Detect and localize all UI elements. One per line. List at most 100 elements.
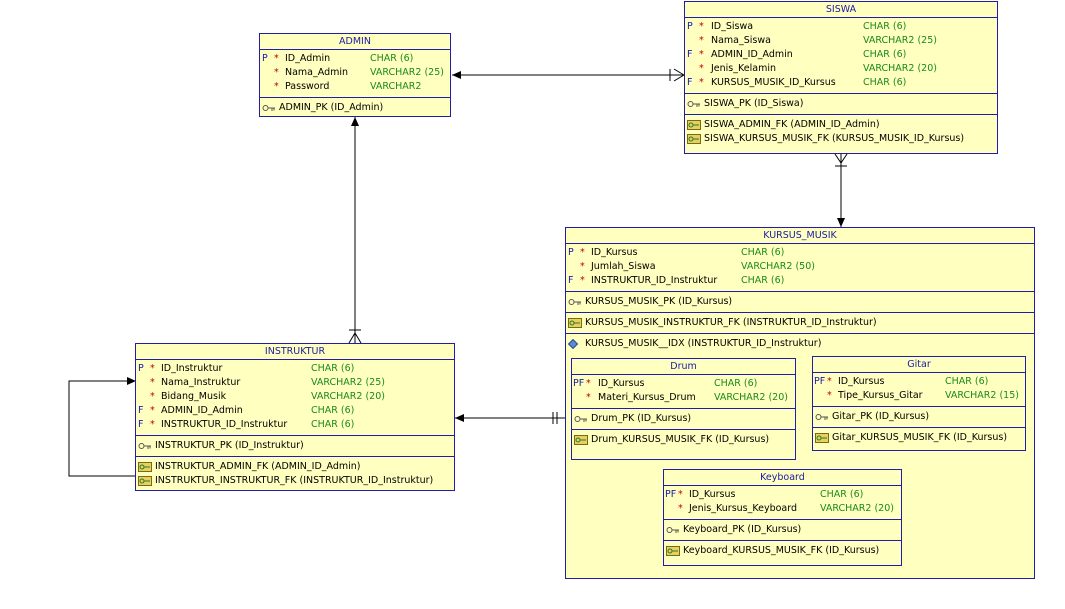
column-name: Password bbox=[285, 81, 330, 92]
fk-key-icon bbox=[138, 476, 152, 486]
column-type: CHAR (6) bbox=[311, 405, 355, 416]
column-type: CHAR (6) bbox=[945, 376, 989, 387]
pk-label: INSTRUKTUR_PK (ID_Instruktur) bbox=[155, 440, 304, 451]
column-name: Jenis_Kelamin bbox=[711, 63, 776, 74]
column-flag: F bbox=[568, 275, 574, 286]
table-title: Drum bbox=[572, 359, 795, 375]
column-type: VARCHAR2 (20) bbox=[820, 503, 894, 514]
rel-instruktur-self[interactable] bbox=[68, 377, 136, 477]
index-section: KURSUS_MUSIK__IDX (INSTRUKTUR_ID_Instruk… bbox=[566, 334, 1034, 354]
key-icon bbox=[815, 414, 828, 420]
column-name: INSTRUKTUR_ID_Instruktur bbox=[591, 275, 718, 286]
key-icon bbox=[687, 101, 700, 107]
column-required-mark: * bbox=[827, 390, 832, 401]
column-name: ID_Kursus bbox=[591, 247, 638, 258]
column-required-mark: * bbox=[150, 419, 155, 430]
table-title: KURSUS_MUSIK bbox=[566, 228, 1034, 244]
column-required-mark: * bbox=[580, 275, 585, 286]
column-name: ADMIN_ID_Admin bbox=[161, 405, 243, 416]
fk-section: SISWA_ADMIN_FK (ADMIN_ID_Admin) SISWA_KU… bbox=[685, 115, 997, 149]
fk-key-icon bbox=[138, 462, 152, 472]
column-name: ADMIN_ID_Admin bbox=[711, 49, 793, 60]
column-required-mark: * bbox=[699, 77, 704, 88]
key-icon bbox=[666, 527, 679, 533]
pk-label: ADMIN_PK (ID_Admin) bbox=[279, 102, 384, 113]
column-name: ID_Admin bbox=[285, 53, 331, 64]
column-name: Bidang_Musik bbox=[161, 391, 227, 402]
column-flag: PF bbox=[814, 376, 826, 387]
column-flag: F bbox=[687, 77, 693, 88]
fk-key-icon bbox=[687, 120, 701, 130]
pk-section: SISWA_PK (ID_Siswa) bbox=[685, 94, 997, 115]
pk-label: Keyboard_PK (ID_Kursus) bbox=[683, 524, 802, 535]
column-type: VARCHAR2 (20) bbox=[863, 63, 937, 74]
index-row: KURSUS_MUSIK__IDX (INSTRUKTUR_ID_Instruk… bbox=[568, 337, 1034, 351]
column-name: INSTRUKTUR_ID_Instruktur bbox=[161, 419, 288, 430]
column-required-mark: * bbox=[678, 503, 683, 514]
rel-instruktur-admin[interactable] bbox=[348, 117, 362, 344]
fk-label: KURSUS_MUSIK_INSTRUKTUR_FK (INSTRUKTUR_I… bbox=[585, 317, 877, 328]
fk-row: SISWA_ADMIN_FK (ADMIN_ID_Admin) bbox=[687, 118, 997, 132]
column-flag: P bbox=[262, 53, 268, 64]
rel-siswa-admin[interactable] bbox=[452, 68, 685, 82]
fk-label: INSTRUKTUR_INSTRUKTUR_FK (INSTRUKTUR_ID_… bbox=[155, 475, 434, 486]
column-required-mark: * bbox=[580, 247, 585, 258]
rel-kursus-instruktur[interactable] bbox=[455, 412, 566, 424]
column-required-mark: * bbox=[678, 489, 683, 500]
column-name: ID_Instruktur bbox=[161, 363, 223, 374]
fk-label: SISWA_KURSUS_MUSIK_FK (KURSUS_MUSIK_ID_K… bbox=[704, 133, 965, 144]
column-flag: F bbox=[138, 405, 144, 416]
pk-section: INSTRUKTUR_PK (ID_Instruktur) bbox=[136, 436, 454, 457]
column-flag: F bbox=[687, 49, 693, 60]
pk-section: Keyboard_PK (ID_Kursus) bbox=[664, 520, 901, 541]
column-type: VARCHAR2 (25) bbox=[311, 377, 385, 388]
column-type: VARCHAR2 (20) bbox=[311, 391, 385, 402]
table-title: Gitar bbox=[813, 357, 1025, 373]
pk-row: INSTRUKTUR_PK (ID_Instruktur) bbox=[138, 439, 454, 453]
fk-section: Drum_KURSUS_MUSIK_FK (ID_Kursus) bbox=[572, 430, 795, 450]
column-type: VARCHAR2 (25) bbox=[863, 35, 937, 46]
column-type: CHAR (6) bbox=[741, 247, 785, 258]
column-required-mark: * bbox=[580, 261, 585, 272]
column-name: Jenis_Kursus_Keyboard bbox=[689, 503, 798, 514]
column-type: VARCHAR2 bbox=[370, 81, 422, 92]
column-row: * Nama_Admin VARCHAR2 (25) bbox=[260, 66, 450, 80]
fk-label: INSTRUKTUR_ADMIN_FK (ADMIN_ID_Admin) bbox=[155, 461, 361, 472]
column-required-mark: * bbox=[586, 378, 591, 389]
fk-section: INSTRUKTUR_ADMIN_FK (ADMIN_ID_Admin) INS… bbox=[136, 457, 454, 491]
column-required-mark: * bbox=[586, 392, 591, 403]
fk-key-icon bbox=[687, 134, 701, 144]
column-type: CHAR (6) bbox=[311, 363, 355, 374]
fk-label: Drum_KURSUS_MUSIK_FK (ID_Kursus) bbox=[591, 434, 770, 445]
table-title: INSTRUKTUR bbox=[136, 344, 454, 360]
pk-row: ADMIN_PK (ID_Admin) bbox=[262, 101, 450, 115]
column-flag: PF bbox=[573, 378, 585, 389]
pk-section: Drum_PK (ID_Kursus) bbox=[572, 409, 795, 430]
column-required-mark: * bbox=[274, 67, 279, 78]
fk-key-icon bbox=[815, 433, 829, 443]
index-diamond-icon bbox=[568, 339, 579, 349]
column-name: Nama_Admin bbox=[285, 67, 349, 78]
column-type: VARCHAR2 (15) bbox=[945, 390, 1019, 401]
rel-siswa-kursus[interactable] bbox=[834, 153, 848, 227]
column-type: VARCHAR2 (25) bbox=[370, 67, 444, 78]
pk-row: SISWA_PK (ID_Siswa) bbox=[687, 97, 997, 111]
fk-row: INSTRUKTUR_INSTRUKTUR_FK (INSTRUKTUR_ID_… bbox=[138, 474, 454, 488]
